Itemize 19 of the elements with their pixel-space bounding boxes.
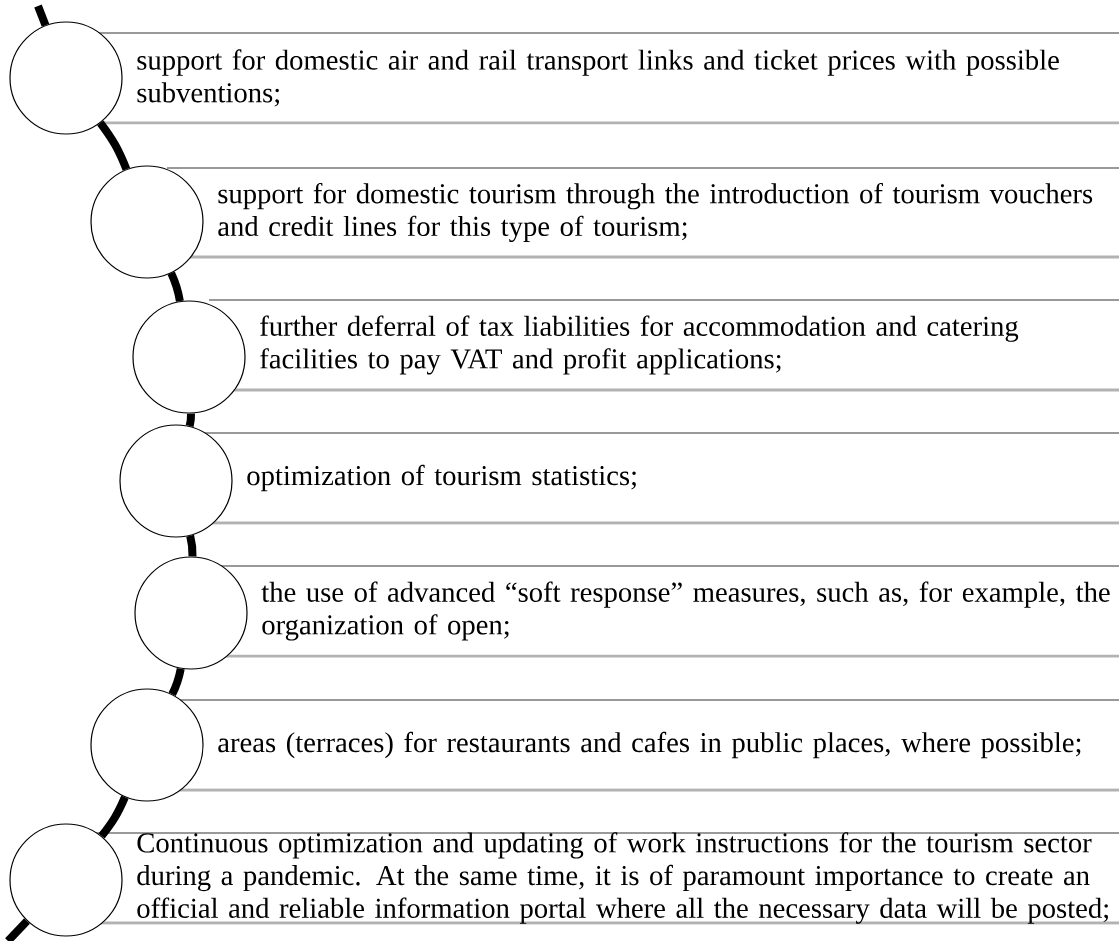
connector-line [97,120,131,171]
circle-marker [132,300,246,414]
circle-marker [90,165,204,279]
text-band: the use of advanced “soft response” measures, such as, for example, the organization of open; [210,565,1119,658]
text-band: support for domestic tourism through the introduction of tourism vouchers and credit lines for this type of tourism; [166,167,1119,259]
text-band: support for domestic air and rail transport links and ticket prices with possible subventions; [85,32,1119,125]
circle-marker [90,688,204,802]
text-band: areas (terraces) for restaurants and cafes in public places, where possible; [166,699,1119,792]
circle-marker [119,424,233,538]
text-band: further deferral of tax liabilities for accommodation and catering facilities to pay VAT and profit applications; [208,299,1119,392]
circle-marker [9,823,123,937]
circle-marker [9,21,123,135]
connector-line [5,918,30,941]
text-band: optimization of tourism statistics; [195,432,1119,525]
connector-line [34,4,50,27]
connector-line [98,795,129,839]
connector-line [168,667,185,697]
circle-marker [134,556,248,670]
text-band: Continuous optimization and updating of work instructions for the tourism sector during a pandemic. At the same time, it is of paramount importance to create an official and reliable information portal where all the necessary data will be posted; [85,832,1119,925]
